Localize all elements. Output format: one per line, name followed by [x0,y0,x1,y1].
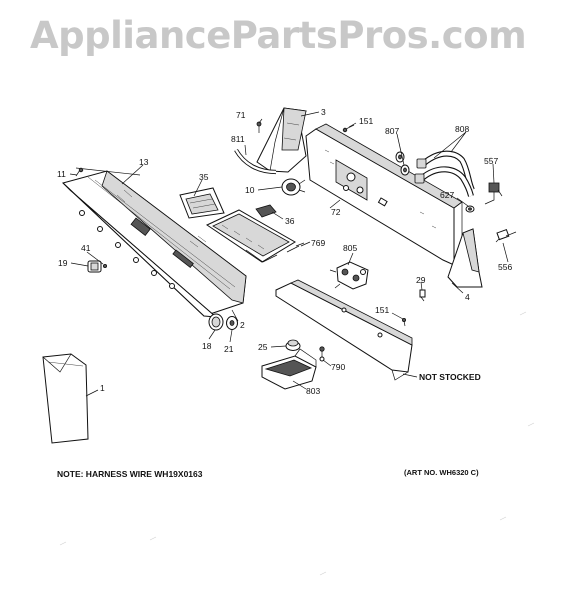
knob-part-19 [87,260,102,273]
end-cap-part-4 [447,228,483,288]
callout-4: 4 [465,292,470,302]
callout-71: 71 [236,110,246,120]
callout-72: 72 [331,207,341,217]
callout-627: 627 [440,190,454,200]
harness-part-557 [484,182,503,205]
switch-part-36 [255,204,277,218]
bracket-part-3 [256,107,307,173]
callout-11: 11 [57,169,66,179]
water-valve-part-805 [329,261,369,290]
callout-151-top: 151 [359,116,373,126]
leader-lines [69,111,509,397]
cap-part-25 [285,339,301,351]
backsplash-part-72 [305,123,463,266]
callout-35: 35 [199,172,209,182]
screw-part-151-lower [401,317,406,327]
hose-part-811 [234,148,277,175]
watermark-logo: AppliancePartsPros.com [30,14,527,57]
pc-board-assembly [205,209,305,263]
callout-10: 10 [245,185,255,195]
callout-25: 25 [258,342,268,352]
callout-805: 805 [343,243,357,253]
callout-151-lower: 151 [375,305,389,315]
callout-13: 13 [139,157,149,167]
callout-labels: 71 3 151 807 808 811 557 11 13 35 10 627… [57,107,512,479]
dispenser-part-803 [261,348,317,390]
screw-part-151-top [342,124,355,133]
not-stocked-label: NOT STOCKED [419,372,481,382]
callout-36: 36 [285,216,295,226]
pressure-switch-part-10 [281,178,306,196]
callout-1: 1 [100,383,105,393]
callout-19: 19 [58,258,68,268]
clip-part-627 [465,205,475,213]
washers-part-807 [395,151,410,176]
callout-807: 807 [385,126,399,136]
callout-808: 808 [455,124,469,134]
callout-557: 557 [484,156,498,166]
callout-29: 29 [416,275,426,285]
callout-21: 21 [224,344,234,354]
bottom-tray-not-stocked [275,279,413,381]
screw-part-41 [103,263,108,268]
callout-811: 811 [231,134,245,144]
sensor-part-556 [495,228,517,243]
literature-envelope-part-1 [42,353,89,444]
callout-3: 3 [321,107,326,117]
harness-note: NOTE: HARNESS WIRE WH19X0163 [57,469,203,479]
callout-2: 2 [240,320,245,330]
knob-part-21 [226,316,238,330]
callout-556: 556 [498,262,512,272]
callout-790: 790 [331,362,345,372]
control-panel-part-13 [62,167,247,318]
callout-803: 803 [306,386,320,396]
art-number: (ART NO. WH6320 C) [404,468,479,477]
knob-part-18 [208,313,224,331]
screw-part-29 [419,289,426,302]
scan-marks [59,156,535,576]
fitting-part-790 [319,346,325,362]
callout-18: 18 [202,341,212,351]
screw-part-71 [256,121,262,133]
callout-41: 41 [81,243,91,253]
control-board-part-35 [179,187,225,219]
callout-769: 769 [311,238,325,248]
